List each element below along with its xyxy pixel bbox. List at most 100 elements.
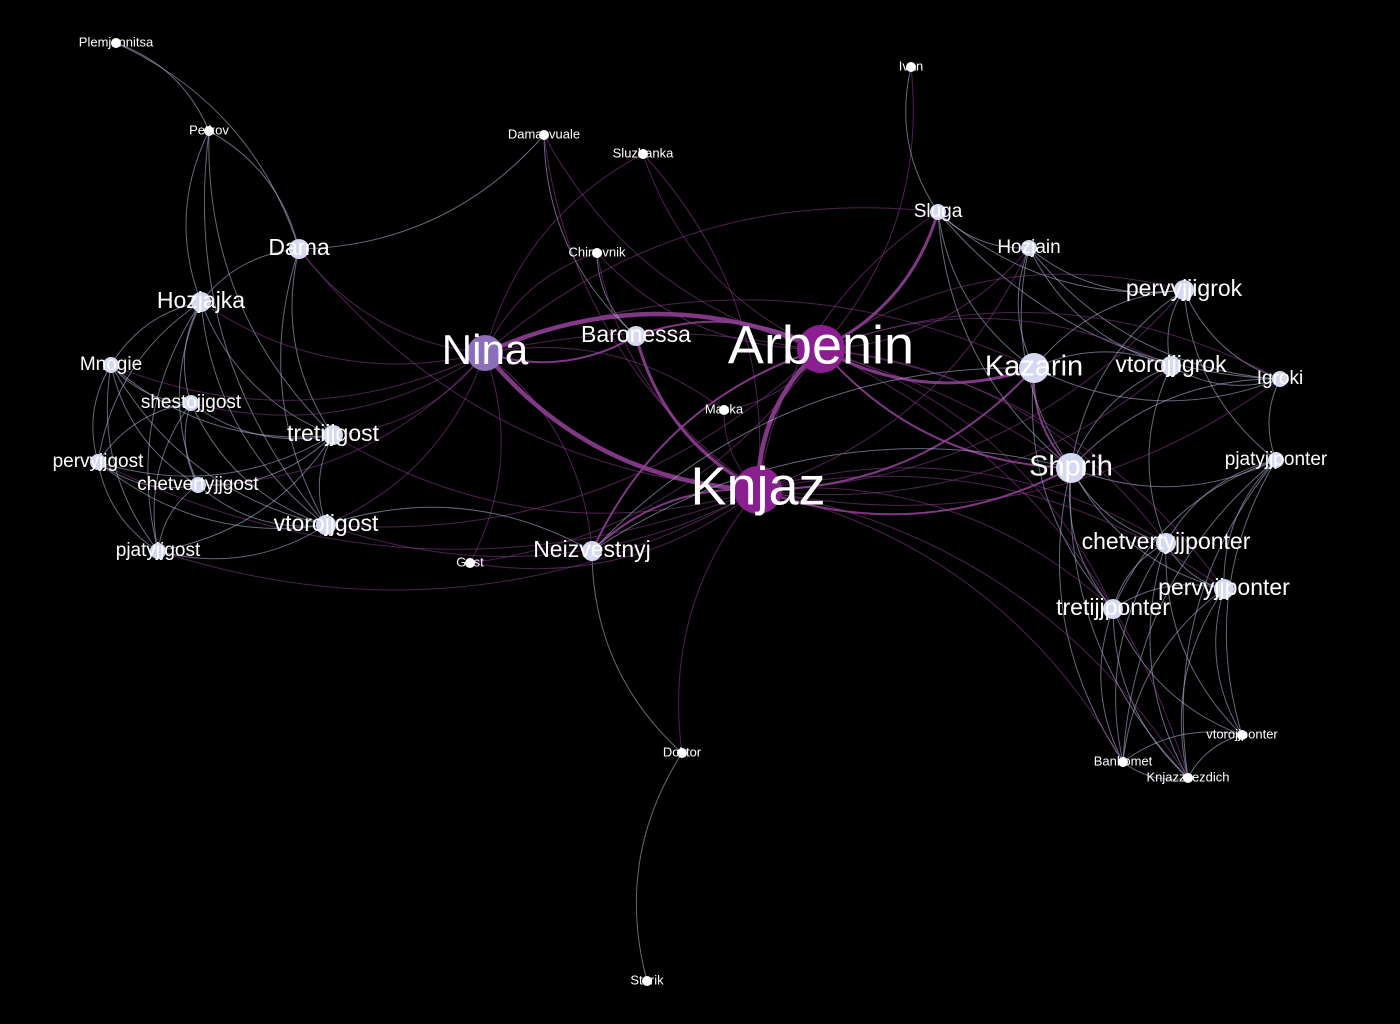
edge-vtorojjgost-Nina [325, 352, 486, 526]
node-Sluzhanka[interactable] [638, 149, 648, 159]
edge-Hozjajka-Mnogie [110, 301, 202, 366]
node-Damasvuale[interactable] [539, 130, 549, 140]
edge-Knjaz-Doktor [678, 489, 759, 754]
edge-Petkov-Plemjannitsa [115, 42, 210, 132]
edge-Dama-Petkov [208, 130, 300, 250]
node-Sluga[interactable] [930, 204, 946, 220]
node-label-Hozjajka: Hozjajka [157, 287, 245, 313]
edge-Chinovnik-Nina [484, 252, 598, 354]
edge-tretijjponter-Bankomet [1100, 608, 1124, 763]
node-label-chetvertyjjponter: chetvertyjjponter [1082, 528, 1251, 554]
node-pervyjjponter[interactable] [1214, 579, 1234, 599]
node-Knjazzvezdich[interactable] [1183, 773, 1193, 783]
node-label-Knjazzvezdich: Knjazzvezdich [1146, 769, 1229, 784]
node-Ivan[interactable] [906, 62, 916, 72]
node-vtorojjgost[interactable] [316, 515, 336, 535]
node-Hozjain[interactable] [1021, 240, 1037, 256]
node-Arbenin[interactable] [797, 325, 845, 373]
node-Kazarin[interactable] [1019, 353, 1049, 383]
edges-layer [92, 42, 1281, 982]
node-label-Plemjannitsa: Plemjannitsa [79, 34, 154, 49]
edge-Hozjajka-vtorojjgost [200, 301, 327, 526]
edge-vtorojjigrok-Igroki [1170, 365, 1281, 386]
node-label-Knjaz: Knjaz [690, 456, 825, 516]
node-label-pervyjjgost: pervyjjgost [53, 451, 145, 472]
edge-Shprih-pervyjjponter [1070, 467, 1225, 590]
edge-pervyjjponter-Arbenin [820, 348, 1225, 590]
edge-Mnogie-tretijjgost [110, 364, 334, 438]
edge-Hozjajka-pjatyjjgost [147, 301, 202, 552]
edge-Petkov-vtorojjgost [203, 130, 327, 526]
node-label-pervyjjigrok: pervyjjigrok [1126, 275, 1243, 301]
edge-chetvertyjjponter-Knjazzvezdich [1149, 542, 1189, 779]
node-label-shestojjgost: shestojjgost [141, 392, 242, 413]
node-Maska[interactable] [719, 405, 729, 415]
edge-pervyjjgost-tretijjgost [97, 434, 334, 477]
edge-Hozjajka-pervyjjgost [97, 301, 202, 463]
node-Plemjannitsa[interactable] [111, 38, 121, 48]
node-Nina[interactable] [467, 335, 503, 371]
node-label-Ivan: Ivan [899, 58, 924, 73]
edge-tretijjgost-Nina [332, 352, 486, 436]
node-Chinovnik[interactable] [592, 248, 602, 258]
edge-pervyjjponter-vtorojjponter [1215, 588, 1243, 736]
node-vtorojjponter[interactable] [1237, 730, 1247, 740]
node-Doktor[interactable] [677, 748, 687, 758]
labels-layer: PlemjannitsaPetkovDamaHozjajkaMnogieshes… [53, 34, 1328, 987]
node-Starik[interactable] [642, 976, 652, 986]
node-Igroki[interactable] [1272, 371, 1288, 387]
node-Shprih[interactable] [1056, 453, 1086, 483]
node-pjatyjjgost[interactable] [150, 543, 166, 559]
edge-shestojjgost-Nina [190, 352, 486, 416]
edge-Dama-Knjaz [298, 248, 759, 491]
node-Dama[interactable] [289, 239, 309, 259]
edge-Knjaz-Igroki [757, 378, 1281, 506]
node-label-Sluga: Sluga [914, 201, 963, 222]
edge-pervyjjigrok-Kazarin [1033, 289, 1185, 369]
node-Baronessa[interactable] [626, 326, 646, 346]
edge-shestojjgost-chetvertyjjgost [184, 402, 199, 486]
edge-pervyjjponter-Knjazzvezdich [1180, 588, 1225, 779]
node-pjatyjjponter[interactable] [1268, 452, 1284, 468]
node-Knjaz[interactable] [734, 466, 782, 514]
node-Neizvestnyj[interactable] [582, 541, 602, 561]
edge-Knjaz-vtorojjigrok [757, 365, 1172, 495]
node-label-Hozjain: Hozjain [997, 237, 1060, 258]
node-pervyjjgost[interactable] [90, 454, 106, 470]
node-chetvertyjjgost[interactable] [190, 477, 206, 493]
node-Petkov[interactable] [204, 126, 214, 136]
edge-Doktor-Starik [635, 752, 683, 982]
node-label-Dama: Dama [268, 234, 330, 260]
node-tretijjponter[interactable] [1103, 599, 1123, 619]
node-label-Kazarin: Kazarin [985, 351, 1083, 383]
node-Mnogie[interactable] [103, 357, 119, 373]
node-tretijjgost[interactable] [323, 425, 343, 445]
edge-tretijjgost-Knjaz [332, 434, 759, 514]
edge-Damasvuale-Arbenin [543, 134, 822, 350]
edge-pervyjjigrok-Igroki [1183, 289, 1281, 380]
edge-Maska-Nina [484, 346, 725, 411]
edge-Sluga-Kazarin [937, 211, 1035, 369]
node-vtorojjigrok[interactable] [1161, 356, 1181, 376]
edge-Knjaz-Shprih [757, 467, 1072, 516]
node-Gost[interactable] [465, 558, 475, 568]
node-pervyjjigrok[interactable] [1174, 280, 1194, 300]
node-Bankomet[interactable] [1118, 757, 1128, 767]
node-Hozjajka[interactable] [191, 292, 211, 312]
edge-Knjazzvezdich-Arbenin [820, 348, 1189, 779]
node-chetvertyjjponter[interactable] [1156, 533, 1176, 553]
edge-Hozjain-Igroki [1028, 247, 1281, 380]
edge-Bankomet-Knjaz [757, 489, 1124, 763]
edge-pervyjjgost-pjatyjjgost [97, 461, 159, 552]
edge-pjatyjjponter-tretijjponter [1112, 459, 1277, 610]
edge-Sluzhanka-Nina [484, 153, 644, 354]
edge-Dama-Damasvuale [298, 134, 545, 250]
edge-Shprih-pjatyjjponter [1070, 459, 1277, 488]
edge-Chinovnik-Arbenin [596, 252, 822, 350]
node-label-tretijjgost: tretijjgost [287, 420, 380, 446]
node-label-Shprih: Shprih [1029, 451, 1113, 483]
edge-Hozjajka-Nina [200, 301, 486, 365]
edge-chetvertyjjponter-vtorojjponter [1165, 542, 1243, 736]
node-shestojjgost[interactable] [183, 395, 199, 411]
